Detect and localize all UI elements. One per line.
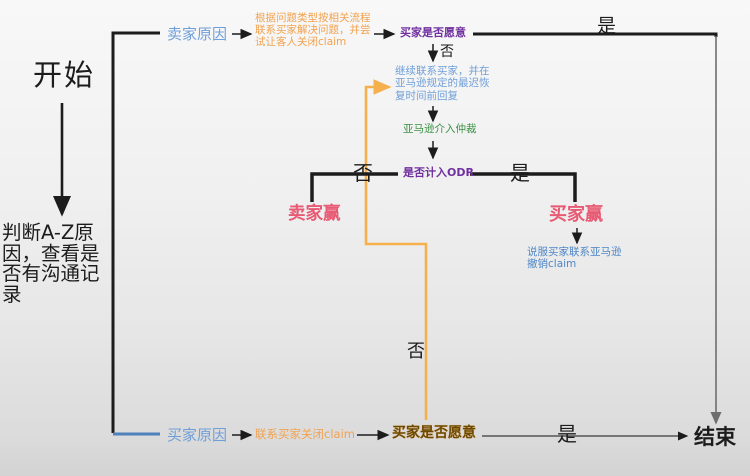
label-odr-no: 否 [353, 161, 373, 185]
node-start: 开始 [33, 58, 96, 92]
node-seller-win: 卖家赢 [288, 204, 341, 224]
node-judge-reason: 判断A-Z原因，查看是否有沟通记录 [2, 221, 100, 306]
node-buyer-willing-bottom: 买家是否愿意 [392, 425, 476, 441]
node-buyer-win: 买家赢 [549, 204, 603, 225]
spine-connector [111, 31, 160, 433]
loop-no-connector [364, 79, 428, 420]
node-amazon-arbitration: 亚马逊介入仲裁 [403, 123, 477, 135]
node-persuade-withdraw: 说服买家联系亚马逊撤销claim [527, 246, 622, 271]
label-odr-yes: 是 [510, 161, 530, 185]
node-buyer-reason: 买家原因 [167, 426, 228, 444]
odr-yes-connector [470, 172, 577, 202]
node-end: 结束 [694, 425, 736, 449]
node-buyer-willing-top: 买家是否愿意 [400, 26, 466, 39]
node-seller-reason: 卖家原因 [167, 25, 228, 43]
top-yes-connector [473, 32, 718, 37]
label-top-no: 否 [440, 44, 454, 60]
odr-no-connector [310, 172, 398, 202]
label-loop-no: 否 [407, 341, 425, 362]
node-continue-contact: 继续联系买家，并在亚马逊规定的最迟恢复时间前回复 [395, 65, 490, 102]
label-bottom-yes: 是 [557, 422, 577, 446]
node-seller-process: 根据问题类型按相关流程联系买家解决问题，并尝试让客人关闭claim [255, 12, 371, 48]
node-odr-decision: 是否计入ODR [403, 166, 474, 179]
label-top-yes: 是 [597, 15, 617, 37]
node-contact-close-claim: 联系买家关闭claim [255, 427, 355, 441]
